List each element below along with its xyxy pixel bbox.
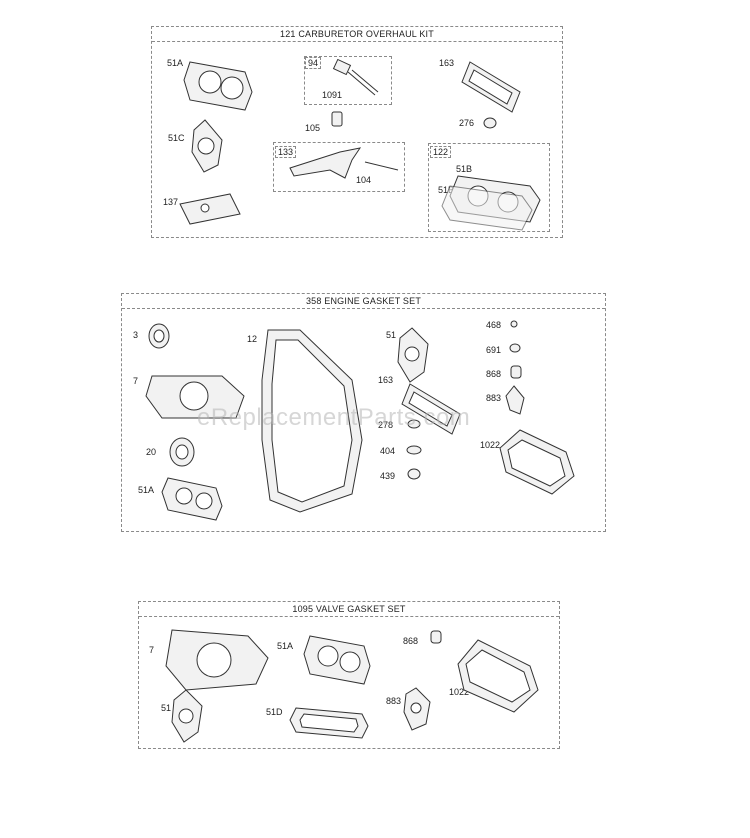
- seal-868-kit3-icon[interactable]: [430, 630, 442, 644]
- part-label[interactable]: 868: [403, 636, 419, 646]
- head-gasket-7-kit3-icon[interactable]: [165, 629, 269, 691]
- part-label[interactable]: 404: [380, 446, 396, 456]
- part-label[interactable]: 51: [161, 703, 172, 713]
- part-label[interactable]: 276: [459, 118, 475, 128]
- part-label[interactable]: 12: [247, 334, 258, 344]
- gasket-1022-kit3-icon[interactable]: [457, 639, 539, 713]
- subgroup-133: [273, 142, 405, 192]
- gasket-883-kit3-icon[interactable]: [403, 687, 431, 731]
- part-label[interactable]: 278: [378, 420, 394, 430]
- kit-title: 358 ENGINE GASKET SET: [122, 294, 605, 309]
- part-label[interactable]: 51D: [266, 707, 283, 717]
- subgroup-94: [304, 56, 392, 105]
- part-label[interactable]: 468: [486, 320, 502, 330]
- head-gasket-7-kit2-icon[interactable]: [145, 375, 245, 419]
- part-label[interactable]: 105: [305, 123, 321, 133]
- seal-468-icon[interactable]: [510, 320, 518, 328]
- seal-20-icon[interactable]: [169, 437, 195, 467]
- gasket-883-kit2-icon[interactable]: [505, 385, 525, 415]
- gasket-1022-kit2-icon[interactable]: [499, 429, 575, 495]
- gasket-51a-kit1-icon[interactable]: [183, 61, 253, 111]
- gasket-51b-icon[interactable]: [441, 175, 541, 231]
- part-label[interactable]: 20: [146, 447, 157, 457]
- gasket-51-kit3-icon[interactable]: [171, 689, 203, 743]
- part-label[interactable]: 868: [486, 369, 502, 379]
- kit-title: 1095 VALVE GASKET SET: [139, 602, 559, 617]
- seal-868-kit2-icon[interactable]: [510, 365, 522, 379]
- part-label[interactable]: 1022: [449, 687, 470, 697]
- seal-404-icon[interactable]: [406, 445, 422, 455]
- part-label[interactable]: 691: [486, 345, 502, 355]
- seal-691-icon[interactable]: [509, 343, 521, 353]
- lever-133-icon[interactable]: [289, 147, 362, 179]
- gasket-137-icon[interactable]: [179, 193, 241, 225]
- part-label[interactable]: 51A: [277, 641, 294, 651]
- kit-title: 121 CARBURETOR OVERHAUL KIT: [152, 27, 562, 42]
- part-label[interactable]: 51B: [438, 185, 455, 195]
- subgroup-122: [428, 143, 550, 232]
- gasket-12-icon[interactable]: [261, 329, 363, 513]
- part-label[interactable]: 51C: [168, 133, 185, 143]
- part-label[interactable]: 51: [386, 330, 397, 340]
- kit-valve-gasket-set: 1095 VALVE GASKET SET: [138, 601, 560, 749]
- part-label[interactable]: 163: [439, 58, 455, 68]
- gasket-163-kit1-icon[interactable]: [461, 61, 521, 113]
- jet-1091-icon[interactable]: [332, 58, 379, 96]
- part-label[interactable]: 3: [133, 330, 139, 340]
- part-label[interactable]: 94: [305, 57, 322, 69]
- part-label[interactable]: 137: [163, 197, 179, 207]
- seal-439-icon[interactable]: [407, 468, 421, 480]
- gasket-51d-icon[interactable]: [289, 707, 369, 739]
- seal-278-icon[interactable]: [407, 419, 421, 429]
- part-label[interactable]: 51A: [138, 485, 155, 495]
- gasket-51-kit2-icon[interactable]: [397, 327, 429, 383]
- watermark: eReplacementParts.com: [197, 404, 471, 431]
- gasket-51a-kit2-icon[interactable]: [161, 477, 223, 521]
- fitting-105-icon[interactable]: [331, 111, 343, 127]
- part-label[interactable]: 163: [378, 375, 394, 385]
- part-label[interactable]: 122: [430, 146, 452, 158]
- part-label[interactable]: 51B: [456, 164, 473, 174]
- gasket-51a-kit3-icon[interactable]: [303, 635, 371, 685]
- part-label[interactable]: 883: [386, 696, 402, 706]
- kit-engine-gasket-set: 358 ENGINE GASKET SET: [121, 293, 606, 532]
- part-label[interactable]: 883: [486, 393, 502, 403]
- part-label[interactable]: 439: [380, 471, 396, 481]
- seal-3-icon[interactable]: [148, 323, 170, 349]
- gasket-51c-icon[interactable]: [191, 119, 223, 173]
- part-label[interactable]: 7: [133, 376, 139, 386]
- part-label[interactable]: 133: [275, 146, 297, 158]
- kit-carburetor-overhaul: 121 CARBURETOR OVERHAUL KIT: [151, 26, 563, 238]
- gasket-163-kit2-icon[interactable]: [401, 383, 461, 435]
- part-label[interactable]: 7: [149, 645, 155, 655]
- part-label[interactable]: 1022: [480, 440, 501, 450]
- pin-104-icon[interactable]: [364, 161, 399, 171]
- seal-276-icon[interactable]: [483, 117, 497, 129]
- part-label[interactable]: 1091: [322, 90, 343, 100]
- part-label[interactable]: 104: [356, 175, 372, 185]
- part-label[interactable]: 51A: [167, 58, 184, 68]
